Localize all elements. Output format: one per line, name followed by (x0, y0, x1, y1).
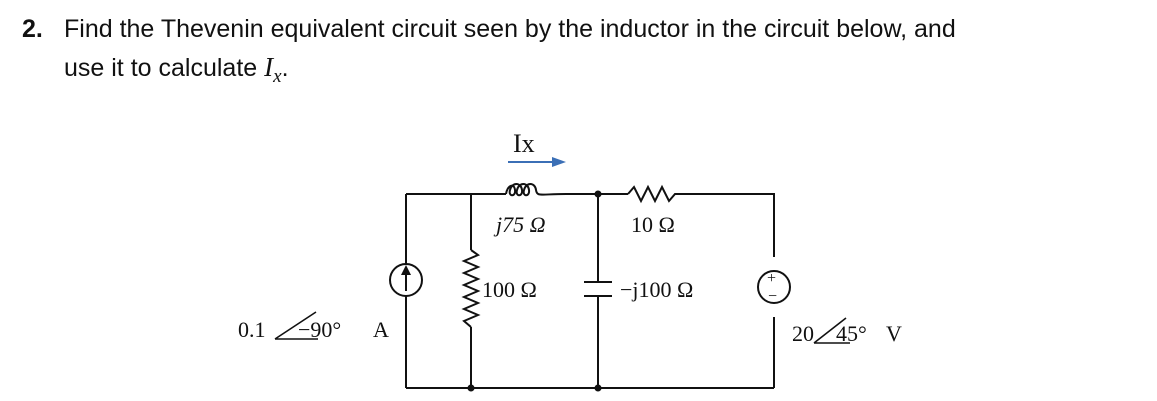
node-bottom-left (467, 384, 475, 392)
variable-subscript: x (273, 66, 282, 87)
node-bottom-middle (594, 384, 602, 392)
problem-line-1: 2. Find the Thevenin equivalent circuit s… (22, 10, 1142, 48)
voltage-source-angle: 45° (836, 321, 867, 346)
problem-text-2: use it to calculate (64, 54, 265, 82)
voltage-source-magnitude: 20 (792, 321, 814, 346)
current-source-arrow-head (401, 265, 411, 275)
current-source-symbol (389, 263, 423, 297)
problem-period: . (281, 54, 289, 82)
current-source-angle: −90° (298, 317, 341, 342)
inductor-symbol (505, 183, 567, 197)
angle-symbol-current (274, 311, 318, 340)
voltage-source-unit: V (886, 321, 902, 346)
resistor-left-label: 100 Ω (482, 277, 537, 302)
problem-text-1: Find the Thevenin equivalent circuit see… (64, 15, 956, 43)
variable-I: I (264, 52, 274, 82)
voltage-minus-sign: − (768, 288, 777, 305)
problem-statement: 2. Find the Thevenin equivalent circuit s… (22, 10, 1142, 96)
voltage-plus-sign: + (767, 270, 776, 287)
resistor-top-label: 10 Ω (631, 212, 675, 237)
inductor-label: j75 Ω (493, 212, 546, 237)
current-source-magnitude: 0.1 (238, 317, 266, 342)
resistor-left-symbol (461, 249, 481, 328)
current-arrow-head (552, 157, 566, 167)
resistor-top-symbol (627, 184, 680, 204)
current-label: Ix (513, 129, 535, 158)
problem-number: 2. (22, 15, 43, 43)
current-source-unit: A (373, 317, 389, 342)
wire-right-top (680, 193, 775, 257)
node-top-middle (594, 190, 602, 198)
angle-symbol-voltage (813, 317, 850, 344)
capacitor-label: −j100 Ω (620, 277, 693, 302)
voltage-source-symbol (757, 270, 791, 304)
problem-line-2: use it to calculate Ix. (22, 48, 1142, 96)
